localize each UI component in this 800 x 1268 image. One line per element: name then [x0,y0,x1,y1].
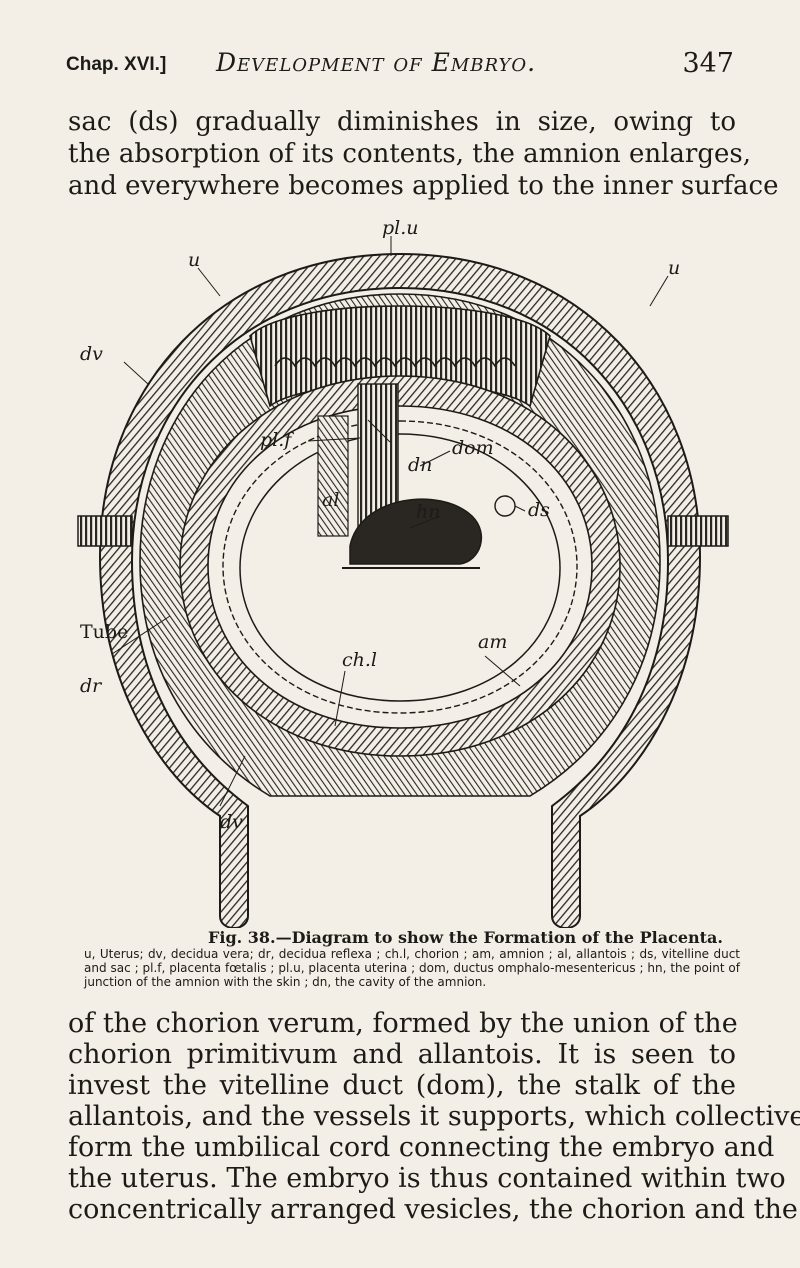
running-head: Chap. XVI.] Development of Embryo. 347 [66,48,734,88]
text-line: concentrically arranged vesicles, the ch… [68,1194,798,1225]
text-line: and everywhere becomes applied to the in… [68,171,779,201]
label-dn: dn [408,454,432,476]
label-tube: Tube [80,621,128,643]
label-am: am [478,631,507,653]
label-dv-bottom: dv [220,811,243,833]
chorion [222,420,578,714]
caption-body: u, Uterus; dv, decidua vera; dr, decidua… [84,947,740,989]
chapter-label: Chap. XVI.] [66,54,167,75]
caption-title: Fig. 38.—Diagram to show the Formation o… [208,928,723,947]
figure-labels: pl.u u u dv pl.f al dom dn hn ds Tube dr… [80,217,680,833]
paragraph-bottom: of the chorion verum, formed by the unio… [68,1008,800,1225]
amnion [239,433,561,702]
embryo [342,498,483,569]
text-line: of the chorion verum, formed by the unio… [68,1008,738,1039]
label-al: al [322,489,339,511]
text-line: allantois, and the vessels it supports, … [68,1101,800,1132]
text-line: form the umbilical cord connecting the e… [68,1132,775,1163]
paragraph-top: sac (ds) gradually diminishes in size, o… [68,106,779,202]
text-line: the uterus. The embryo is thus contained… [68,1163,786,1194]
label-chl: ch.l [342,649,377,671]
text-line: chorion primitivum and allantois. It is … [68,1039,736,1070]
label-dom: dom [452,437,494,459]
text-line: the absorption of its contents, the amni… [68,139,751,169]
label-dr: dr [80,675,103,697]
text-line: sac (ds) gradually diminishes in size, o… [68,107,736,137]
text-line: invest the vitelline duct (dom), the sta… [68,1070,736,1101]
label-plf: pl.f [260,429,294,451]
placenta-diagram: pl.u u u dv pl.f al dom dn hn ds Tube dr… [60,216,740,928]
label-ds: ds [528,499,550,521]
label-u-left: u [188,249,200,271]
label-u-right: u [668,257,680,279]
figure-caption: Fig. 38.—Diagram to show the Formation o… [84,928,740,989]
decidua-reflexa [179,375,621,757]
label-leaders [111,236,669,807]
label-dv-top: dv [80,343,103,365]
label-plu: pl.u [382,217,419,239]
label-hn: hn [416,501,440,523]
uterine-wall [77,252,729,928]
running-title: Development of Embryo. [216,48,537,77]
page-number: 347 [682,48,734,79]
